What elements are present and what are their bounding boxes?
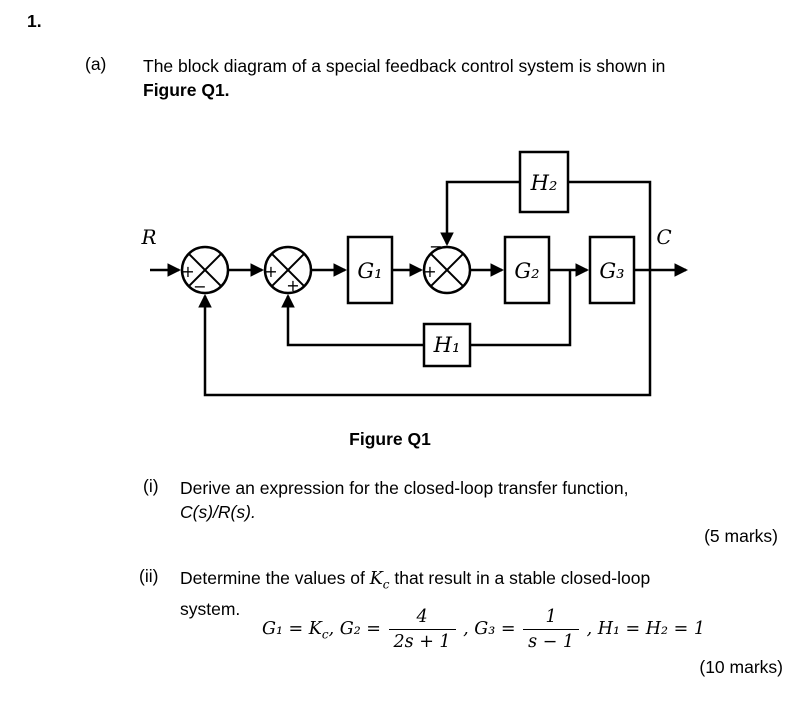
sub-ii-marks: (10 marks) xyxy=(699,657,783,677)
h2-to-sum3-arrow xyxy=(440,180,520,247)
eq-kc-subscript: c xyxy=(321,627,329,642)
output-label-c: C xyxy=(656,225,671,249)
g3-fraction-denominator: s − 1 xyxy=(523,629,579,652)
block-h2-label: H₂ xyxy=(530,171,558,195)
summing-junction-1: + − xyxy=(180,245,230,296)
sum1-minus-sign: − xyxy=(193,277,206,296)
question-number: 1. xyxy=(27,11,42,31)
block-g3-label: G₃ xyxy=(599,259,624,283)
sub-i-text: Derive an expression for the closed-loop… xyxy=(180,476,628,524)
g2-fraction-numerator: 4 xyxy=(416,607,428,627)
sub-i-transfer-function: C(s)/R(s). xyxy=(180,502,256,522)
block-g1-box xyxy=(346,235,394,305)
block-h2-box xyxy=(518,150,570,214)
block-g3: G₃ xyxy=(588,235,636,305)
sum1-plus-sign: + xyxy=(181,262,194,281)
g2-tap-to-h1-line xyxy=(470,270,572,347)
sub-ii-line1-pre: Determine the values of xyxy=(180,568,370,588)
kc-subscript: c xyxy=(382,577,390,592)
sum2-plus-bottom-sign: + xyxy=(286,276,299,295)
part-a-label: (a) xyxy=(85,54,107,74)
sum3-cross-line xyxy=(429,252,465,288)
sub-ii-label: (ii) xyxy=(139,566,159,586)
summing-junction-2: + + xyxy=(263,245,313,295)
block-g3-box xyxy=(588,235,636,305)
eq-g2-lhs: , G₂ = xyxy=(328,619,381,639)
sub-ii-line1-post: that result in a stable closed-loop xyxy=(389,568,651,588)
block-h1-label: H₁ xyxy=(433,333,461,357)
part-a-text: The block diagram of a special feedback … xyxy=(143,54,773,102)
input-label-r: R xyxy=(140,225,156,249)
sum1-cross-line xyxy=(187,252,223,288)
block-diagram: + − + + + − G₁ G₂ G₃ xyxy=(140,150,689,397)
part-a-line1: The block diagram of a special feedback … xyxy=(143,56,666,76)
outer-feedback-arrow xyxy=(198,270,652,397)
sum3-minus-sign: − xyxy=(429,237,442,256)
sub-i-label: (i) xyxy=(143,476,159,496)
block-h1-box xyxy=(422,322,472,368)
sum2-plus-left-sign: + xyxy=(264,262,277,281)
sub-ii-line2: system. xyxy=(180,598,241,619)
eq-g1-kc: G₁ = K xyxy=(262,619,322,639)
g3-fraction-numerator: 1 xyxy=(545,607,557,627)
eq-g3-lhs: , G₃ = xyxy=(463,619,516,639)
output-to-h2-line xyxy=(568,180,652,270)
eq-h1-h2: , H₁ = H₂ = 1 xyxy=(586,619,705,639)
g2-fraction-denominator: 2s + 1 xyxy=(388,629,456,652)
sub-i-line1: Derive an expression for the closed-loop… xyxy=(180,478,629,498)
signal-lines xyxy=(150,180,689,397)
kc-variable: Kc xyxy=(369,569,390,592)
block-g2: G₂ xyxy=(503,235,551,305)
sum3-plus-sign: + xyxy=(423,262,436,281)
sum2-cross-line xyxy=(270,252,306,288)
part-a-figure-ref: Figure Q1. xyxy=(143,80,230,100)
block-g2-box xyxy=(503,235,551,305)
block-h1: H₁ xyxy=(422,322,472,368)
block-h2: H₂ xyxy=(518,150,570,214)
block-g1-label: G₁ xyxy=(357,259,382,283)
kc-letter: K xyxy=(369,569,383,589)
h1-to-sum2-arrow xyxy=(281,293,424,347)
block-g2-label: G₂ xyxy=(514,259,539,283)
sub-ii-text: Determine the values of Kc that result i… xyxy=(180,566,790,621)
sub-i-marks: (5 marks) xyxy=(704,526,778,546)
summing-junction-3: + − xyxy=(422,237,472,295)
figure-caption: Figure Q1 xyxy=(349,429,431,449)
block-g1: G₁ xyxy=(346,235,394,305)
